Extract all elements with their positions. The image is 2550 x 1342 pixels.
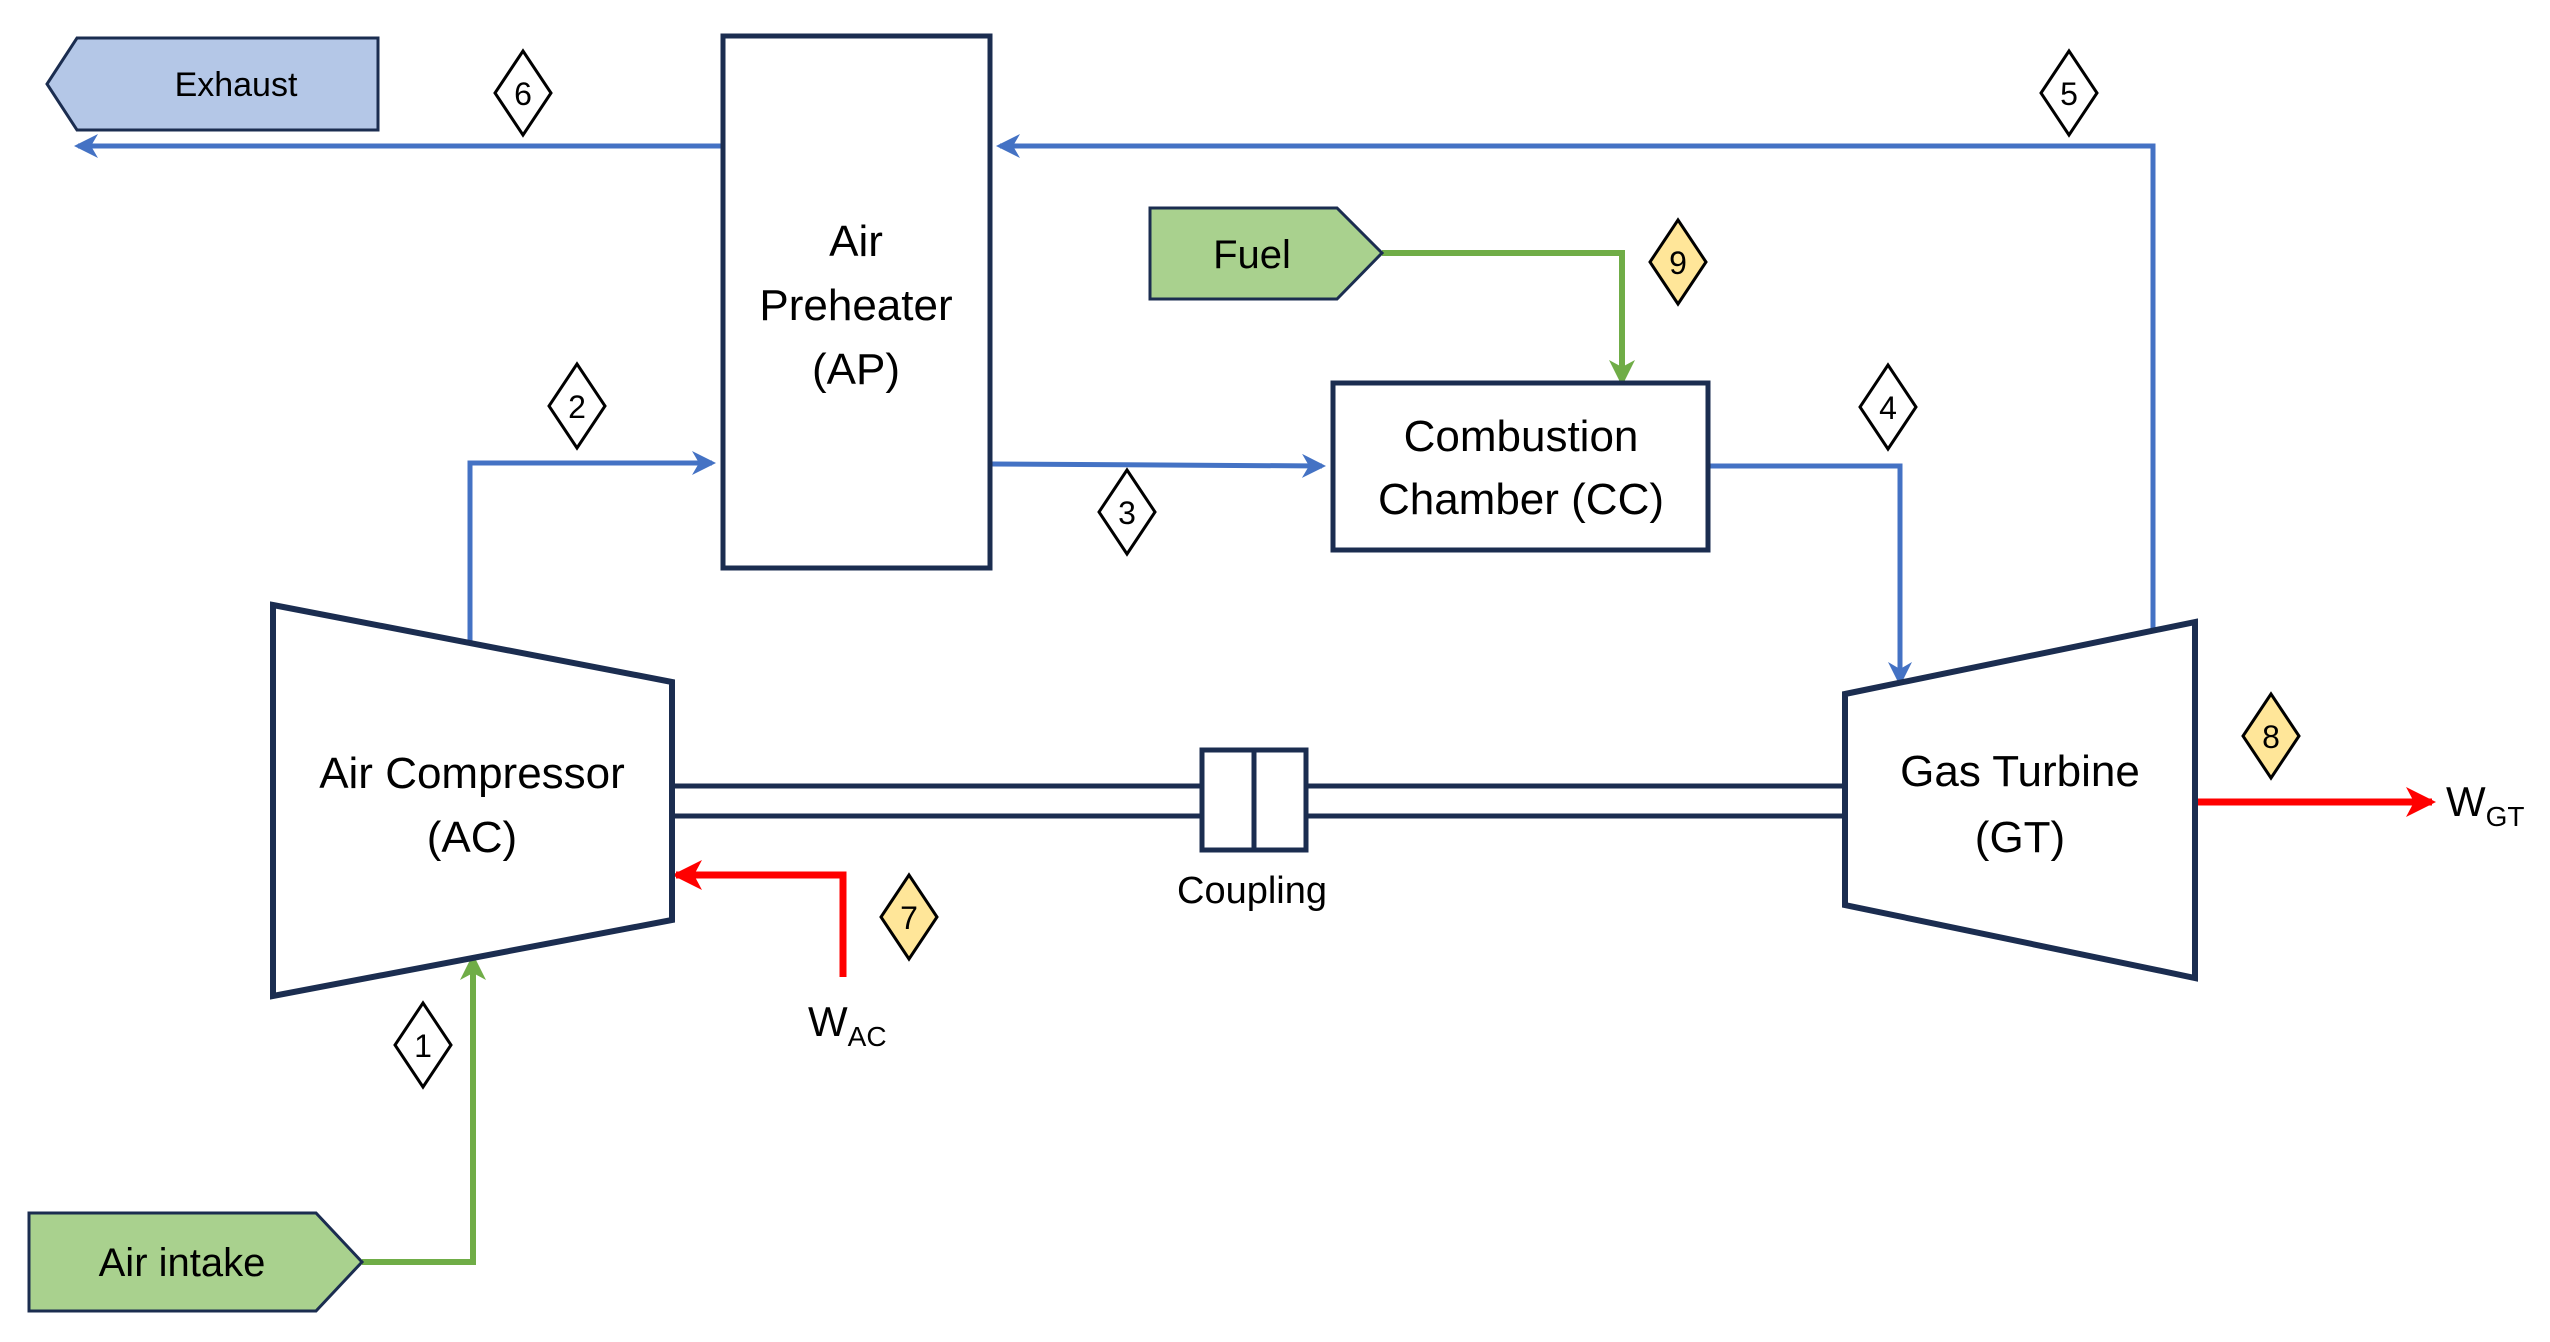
air-compressor-label-line2: (AC) (427, 813, 517, 862)
air-preheater-label-line3: (AP) (812, 345, 900, 394)
air-compressor-label-line1: Air Compressor (319, 749, 625, 798)
state-point-marker-5: 5 (2039, 48, 2099, 138)
fuel-label: Fuel (1213, 233, 1291, 277)
work-turbine-sub: GT (2486, 801, 2525, 832)
work-compressor-label: WAC (808, 998, 887, 1052)
diamond-shape (879, 872, 939, 962)
diamond-shape (2039, 48, 2099, 138)
state-point-number: 3 (1118, 495, 1136, 531)
state-point-marker-9: 9 (1648, 217, 1708, 307)
air-compressor-shape (270, 601, 675, 1000)
air-preheater-label-line1: Air (829, 217, 883, 266)
state-point-marker-7: 7 (879, 872, 939, 962)
work-compressor-main: W (808, 998, 848, 1045)
coupling-label: Coupling (1177, 870, 1327, 912)
state-point-marker-2: 2 (547, 361, 607, 451)
air-preheater-label-line2: Preheater (759, 281, 952, 330)
diamond-shape (493, 48, 553, 138)
gas-turbine-label-line2: (GT) (1975, 813, 2065, 862)
diamond-shape (1858, 362, 1918, 452)
state-point-marker-4: 4 (1858, 362, 1918, 452)
flow-line-2 (467, 451, 716, 642)
diamond-shape (2241, 691, 2301, 781)
combustion-chamber-box (1330, 380, 1711, 553)
gas-turbine-label-line1: Gas Turbine (1900, 747, 2140, 796)
air-preheater-box (720, 33, 993, 571)
state-point-marker-1: 1 (393, 1000, 453, 1090)
state-point-number: 4 (1879, 390, 1897, 426)
exhaust-label: Exhaust (175, 66, 298, 104)
combustion-chamber-label-line2: Chamber (CC) (1378, 475, 1664, 524)
diamond-shape (547, 361, 607, 451)
gas-turbine-shape (1842, 618, 2198, 982)
state-point-number: 7 (900, 900, 918, 936)
state-point-number: 6 (514, 76, 532, 112)
fuel-terminal (1148, 206, 1385, 301)
state-point-number: 8 (2262, 719, 2280, 755)
state-point-number: 5 (2060, 76, 2078, 112)
state-point-marker-6: 6 (493, 48, 553, 138)
combustion-chamber-label-line1: Combustion (1404, 412, 1639, 461)
state-point-number: 1 (414, 1028, 432, 1064)
state-point-number: 2 (568, 389, 586, 425)
work-compressor-sub: AC (848, 1021, 887, 1052)
diamond-shape (1648, 217, 1708, 307)
flow-line-3 (991, 453, 1326, 478)
work-turbine-label: WGT (2446, 778, 2525, 832)
flow-line-1 (362, 954, 486, 1265)
air-intake-terminal (27, 1211, 365, 1313)
flow-line-5 (996, 134, 2156, 632)
diamond-shape (1097, 467, 1157, 557)
air-intake-label: Air intake (99, 1241, 266, 1285)
exhaust-terminal (45, 36, 380, 132)
flow-line-4 (1710, 463, 1912, 686)
flow-line-9 (1382, 250, 1635, 386)
work-turbine-main: W (2446, 778, 2486, 825)
state-point-marker-8: 8 (2241, 691, 2301, 781)
state-point-number: 9 (1669, 245, 1687, 281)
diamond-shape (393, 1000, 453, 1090)
work-line-7 (672, 860, 847, 977)
coupling (1199, 747, 1309, 853)
state-point-marker-3: 3 (1097, 467, 1157, 557)
